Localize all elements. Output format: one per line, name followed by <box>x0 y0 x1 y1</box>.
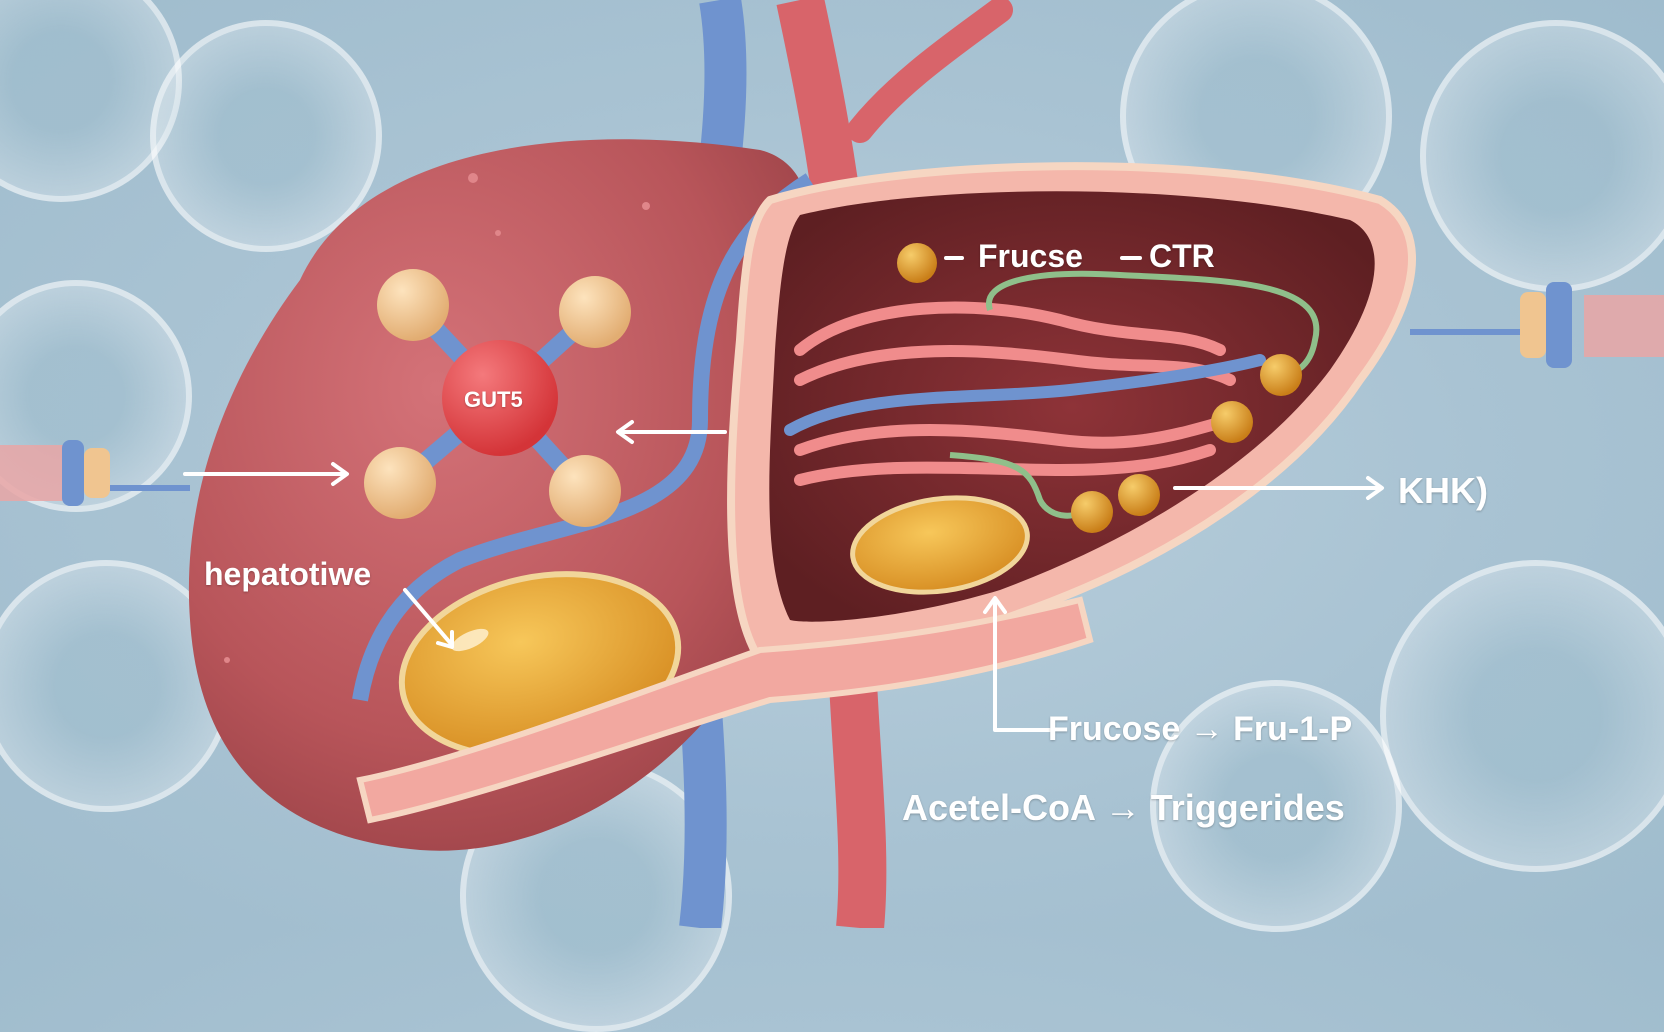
pathway-step-1-label: Frucose → Fru-1-P <box>1048 710 1353 748</box>
illustration-svg <box>0 0 1664 928</box>
khk-enzyme-label: KHK) <box>1398 470 1488 511</box>
legend-ctr-label: CTR <box>1149 238 1215 274</box>
background-cell <box>150 20 382 252</box>
background-cell <box>1150 680 1402 932</box>
glut5-transporter-label: GUT5 <box>464 387 523 412</box>
hepatocyte-label: hepatotiwe <box>204 556 372 592</box>
background-cell <box>1380 560 1664 872</box>
pathway-step-2-label: Acetel-CoA → Triggerides <box>902 787 1345 828</box>
background-cell <box>1420 20 1664 292</box>
legend-fructose-label: Frucse <box>978 238 1083 274</box>
